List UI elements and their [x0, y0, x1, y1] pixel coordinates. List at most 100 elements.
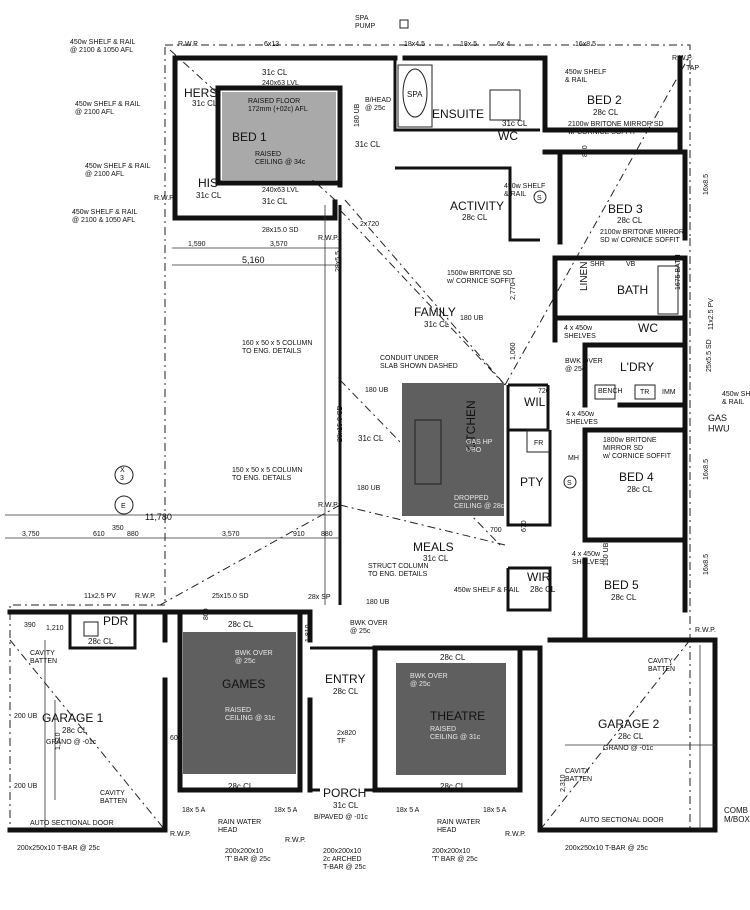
room-bed4: BED 4 — [619, 470, 654, 484]
room-wir: WIR — [527, 570, 551, 584]
ceiling-porch: 31c CL — [333, 801, 359, 810]
note-line: SHELVES — [564, 333, 596, 340]
dimension-numbers: 1,590 3,570 5,160 11,780 3,750 610 350 8… — [14, 145, 589, 792]
label-shr: SHR — [590, 261, 605, 268]
note-post-1: 200x200x10'T' BAR @ 25c — [225, 848, 271, 863]
dim-880b: 880 — [321, 531, 333, 538]
note-line: 2100w BRITONE MIRROR — [600, 229, 684, 236]
dim-720: 720 — [538, 388, 550, 395]
note-line: 160 x 50 x 5 COLUMN — [242, 340, 312, 347]
ceiling-theatre: 28c CL — [440, 653, 466, 662]
note-line: & RAIL — [504, 191, 526, 198]
note-line: CEILING @ 31c — [225, 715, 276, 722]
note-line: w/ CORNICE SOFFIT — [567, 129, 637, 136]
games-raised-ceiling — [183, 632, 296, 774]
label-rwp-10: R.W.P. — [505, 831, 526, 838]
note-shelf-2: 450w SHELF & RAIL@ 2100 AFL — [75, 101, 140, 116]
note-shelf-1: 450w SHELF & RAIL@ 2100 & 1050 AFL — [70, 39, 135, 54]
note-bwk-over-1: BWK OVER@ 25c — [565, 358, 603, 373]
kitchen-island — [414, 419, 442, 485]
note-line: BWK OVER — [350, 620, 388, 627]
note-tap: TAP — [686, 65, 699, 72]
label-ub180-3: 180 UB — [365, 387, 389, 394]
note-line: X — [120, 467, 125, 474]
note-line: 1500w BRITONE SD — [447, 270, 512, 277]
label-rwp-9: R.W.P. — [285, 837, 306, 844]
note-shelf-4: 450w SHELF & RAIL@ 2100 & 1050 AFL — [72, 209, 137, 224]
note-tbar-2: 200x250x10 T-BAR @ 25c — [565, 845, 648, 852]
note-line: PUMP — [355, 23, 376, 30]
label-top-18x5: 18x 5 — [460, 41, 477, 48]
ceiling-entry: 28c CL — [333, 687, 359, 696]
dimension-lines — [5, 205, 715, 830]
label-rwp-6: R.W.P. — [695, 627, 716, 634]
label-sa-2: 18x 5 A — [274, 807, 298, 814]
note-line: BATTEN — [30, 658, 57, 665]
label-imm: IMM — [662, 389, 676, 396]
dim-1510: 1,510 — [55, 732, 62, 750]
note-line: 4 x 450w — [572, 551, 601, 558]
note-line: HEAD — [437, 827, 456, 834]
note-line: B/HEAD — [365, 97, 391, 104]
dim-880: 880 — [127, 531, 139, 538]
note-line: 450w SHELF — [504, 183, 545, 190]
note-line: & RAIL — [565, 77, 587, 84]
label-sd-16: 16x8.5 — [703, 174, 710, 195]
note-line: BATTEN — [100, 798, 127, 805]
label-top-6x4: 6x 4 — [497, 41, 510, 48]
dim-11780: 11,780 — [145, 512, 172, 522]
note-shelf-3: 450w SHELF & RAIL@ 2100 AFL — [85, 163, 150, 178]
note-line: RAISED — [225, 707, 251, 714]
room-ensuite: ENSUITE — [432, 107, 484, 121]
note-line: TF — [337, 738, 346, 745]
label-sd-25b: 25x5.5 SD — [706, 339, 713, 372]
note-bwk-over-games: BWK OVER@ 25c — [235, 650, 273, 665]
label-ub180-2: 180 UB — [460, 315, 484, 322]
ceiling-family: 31c CL — [424, 320, 450, 329]
label-top-16x85: 16x8.5 — [575, 41, 596, 48]
dim-670: 670 — [521, 520, 528, 532]
note-line: @ 25c — [350, 628, 371, 635]
dim-1810: 1,810 — [305, 624, 312, 642]
dim-800: 800 — [203, 608, 210, 620]
label-rwp-4: R.W.P. — [318, 235, 339, 242]
note-line: CEILING @ 34c — [255, 159, 306, 166]
note-line: TO ENG. DETAILS — [242, 348, 302, 355]
note-post-2: 200x200x10'T' BAR @ 25c — [432, 848, 478, 863]
note-line: @ 25c — [410, 681, 431, 688]
ceiling-hers: 31c CL — [192, 99, 218, 108]
label-rwp-8: R.W.P. — [170, 831, 191, 838]
room-wc2: WC — [638, 321, 658, 335]
note-line: SHELVES — [566, 419, 598, 426]
smoke-detector-2 — [563, 475, 577, 489]
note-line: 3 — [120, 475, 124, 482]
note-line: SPA — [355, 15, 369, 22]
note-lvl-1: 240x63 LVL — [262, 80, 299, 87]
room-linen: LINEN — [579, 262, 590, 291]
note-line: CEILING @ 28c — [454, 503, 505, 510]
note-line: 2c ARCHED — [323, 856, 362, 863]
label-tr: TR — [640, 389, 649, 396]
room-porch: PORCH — [323, 786, 366, 800]
note-paved: B/PAVED @ -01c — [314, 814, 368, 821]
note-line: w/ CORNICE SOFFIT — [446, 278, 516, 285]
label-sa-4: 18x 5 A — [483, 807, 507, 814]
note-line: @ 2100 & 1050 AFL — [70, 47, 133, 54]
label-sd-28c: 28x5.5 — [335, 251, 342, 272]
ceiling-bed5: 28c CL — [611, 593, 637, 602]
label-top-18x45: 18x4.5 — [404, 41, 425, 48]
ceiling-labels: 31c CL 31c CL 31c CL 31c CL 31c CL 28c C… — [62, 68, 653, 810]
ceiling-garage2: 28c CL — [618, 732, 644, 741]
